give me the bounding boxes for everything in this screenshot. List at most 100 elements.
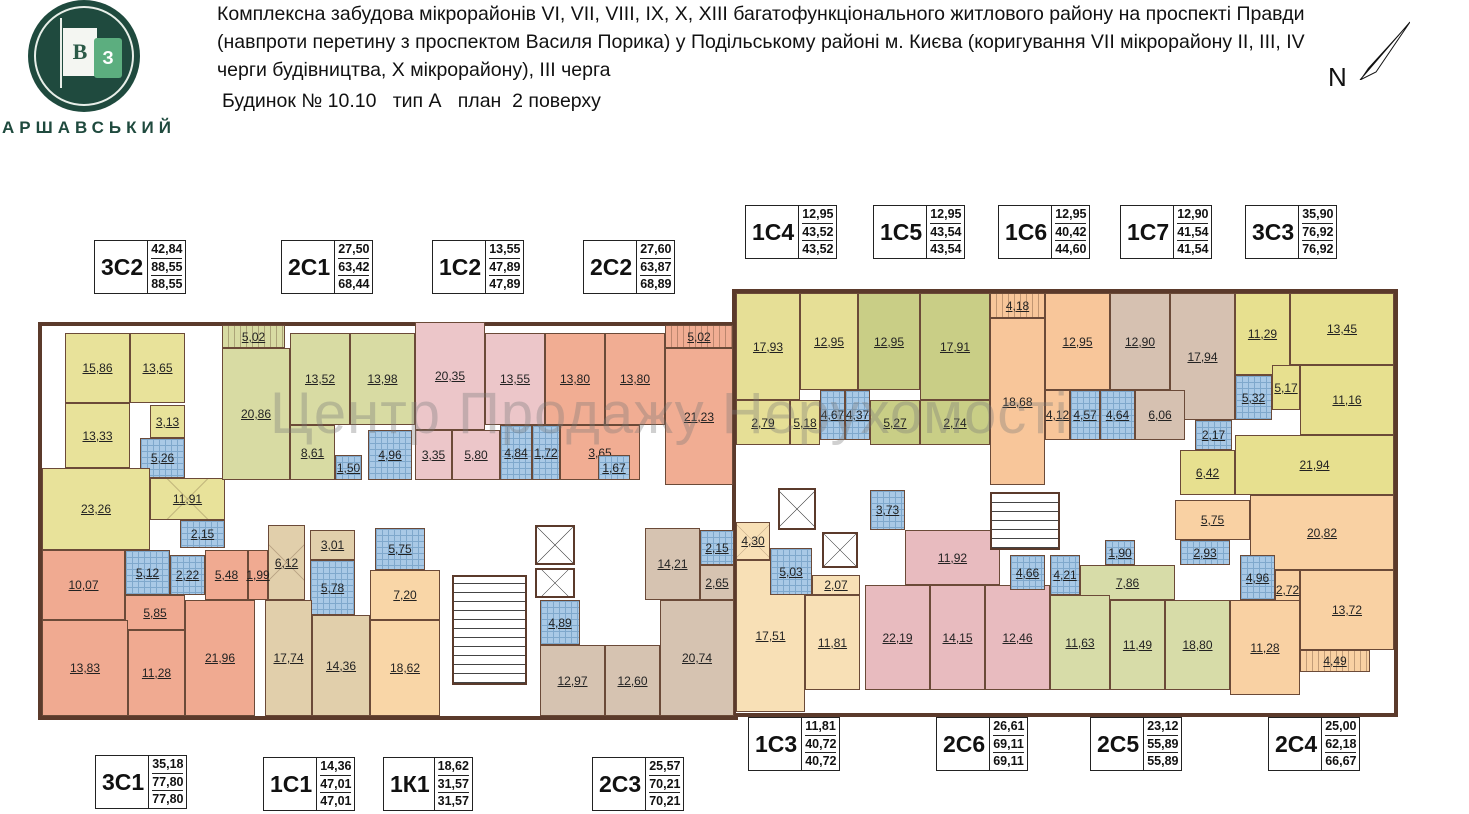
room-area-apt-16-7: 11,28: [128, 630, 185, 716]
living-area: 26,61: [993, 718, 1025, 736]
living-area: 12,95: [1055, 206, 1087, 224]
room-area-apt-15-0: 4,89: [540, 600, 580, 645]
room-area-apt-0-5: 23,26: [42, 468, 150, 550]
total-area: 77,80: [152, 774, 184, 792]
room-area-apt-8-1: 13,45: [1290, 293, 1394, 365]
room-area-apt-4-4: 4,67: [820, 390, 845, 440]
room-area-apt-11-5: 18,80: [1165, 600, 1230, 690]
elevator-3: [778, 488, 816, 530]
room-area-apt-9-2: 5,03: [770, 548, 812, 595]
elevator-1: [535, 525, 575, 565]
room-area-apt-11-3: 11,63: [1050, 595, 1110, 690]
room-area-apt-1-6: 4,96: [368, 430, 412, 480]
staircase-right: [990, 492, 1060, 550]
room-area-apt-5-3: 5,27: [870, 400, 920, 445]
room-area-apt-15-4: 12,97: [540, 645, 605, 716]
apartment-code: 1С2: [439, 253, 482, 280]
north-label: N: [1328, 62, 1347, 92]
room-area-apt-13-3: 17,74: [265, 600, 312, 716]
total-area: 70,21: [649, 776, 681, 794]
total-area: 55,89: [1147, 736, 1179, 754]
staircase-left: [452, 575, 527, 685]
room-area-apt-4-0: 17,93: [736, 293, 800, 400]
room-area-apt-11-2: 7,86: [1080, 565, 1175, 600]
room-area-apt-15-1: 14,21: [645, 528, 700, 600]
room-area-apt-4-1: 12,95: [800, 293, 858, 390]
total-area-with-balcony: 55,89: [1147, 754, 1179, 769]
room-area-apt-14-0: 5,75: [375, 528, 425, 570]
living-area: 13,55: [489, 241, 521, 259]
building-subtitle: Будинок № 10.10 тип А план 2 поверху: [222, 90, 601, 112]
room-area-apt-4-2: 2,79: [736, 400, 790, 445]
room-area-apt-15-6: 20,74: [660, 600, 734, 716]
room-area-apt-0-2: 13,33: [65, 403, 130, 468]
room-area-apt-16-3: 5,48: [205, 550, 248, 600]
living-area: 18,62: [437, 758, 469, 776]
room-area-apt-8-7: 21,94: [1235, 435, 1394, 495]
apartment-code: 1К1: [390, 770, 430, 797]
room-area-apt-15-5: 12,60: [605, 645, 660, 716]
living-area: 35,90: [1302, 206, 1334, 224]
total-area-with-balcony: 70,21: [649, 794, 681, 809]
total-area-with-balcony: 69,11: [993, 754, 1024, 769]
room-area-apt-7-3: 6,06: [1135, 390, 1185, 440]
room-area-apt-13-2: 5,78: [310, 560, 355, 615]
room-area-apt-4-3: 5,18: [790, 400, 820, 445]
room-area-apt-0-0: 15,86: [65, 333, 130, 403]
room-area-apt-3-5: 5,02: [665, 325, 733, 348]
room-area-apt-11-0: 4,21: [1050, 555, 1080, 595]
living-area: 25,00: [1325, 718, 1357, 736]
apartment-code: 1С3: [755, 730, 798, 757]
living-area: 11,81: [805, 718, 837, 736]
elevator-2: [535, 568, 575, 598]
room-area-apt-5-4: 2,74: [920, 400, 990, 445]
room-area-apt-11-1: 1,90: [1105, 540, 1135, 565]
room-area-apt-1-0: 5,02: [222, 325, 285, 348]
apartment-code: 2С4: [1275, 730, 1318, 757]
room-area-apt-14-2: 18,62: [370, 620, 440, 716]
room-area-apt-2-2: 3,35: [415, 430, 452, 480]
apartment-code: 2С1: [288, 253, 331, 280]
apartment-code: 1С4: [752, 218, 795, 245]
room-area-apt-1-2: 13,52: [290, 333, 350, 425]
room-area-apt-10-4: 12,46: [985, 585, 1050, 690]
total-area: 62,18: [1325, 736, 1357, 754]
room-area-apt-3-1: 13,80: [605, 333, 665, 425]
living-area: 35,18: [152, 756, 184, 774]
total-area: 43,52: [802, 224, 834, 242]
total-area-with-balcony: 43,54: [930, 242, 962, 257]
total-area-with-balcony: 66,67: [1325, 754, 1357, 769]
total-area-with-balcony: 41,54: [1177, 242, 1209, 257]
room-area-apt-3-4: 1,67: [598, 455, 630, 480]
logo-letter-z: З: [94, 38, 122, 78]
room-area-apt-8-3: 5,17: [1272, 365, 1300, 410]
room-area-apt-15-3: 2,65: [700, 565, 734, 600]
room-area-apt-8-4: 11,16: [1300, 365, 1394, 435]
room-area-apt-16-1: 5,12: [125, 550, 170, 595]
room-area-apt-8-5: 2,17: [1195, 420, 1232, 450]
total-area: 76,92: [1302, 224, 1334, 242]
room-area-apt-7-0: 12,90: [1110, 293, 1170, 390]
room-area-apt-14-1: 7,20: [370, 570, 440, 620]
room-area-apt-8-6: 6,42: [1180, 450, 1235, 495]
room-area-apt-16-5: 5,85: [125, 595, 185, 630]
apartment-code: 2С2: [590, 253, 633, 280]
room-area-apt-8-2: 5,32: [1235, 375, 1272, 420]
total-area: 63,42: [338, 259, 370, 277]
elevator-4: [822, 532, 858, 568]
room-area-apt-16-0: 10,07: [42, 550, 125, 620]
logo-letter-v: В: [63, 28, 97, 76]
room-area-apt-0-1: 13,65: [130, 333, 185, 403]
